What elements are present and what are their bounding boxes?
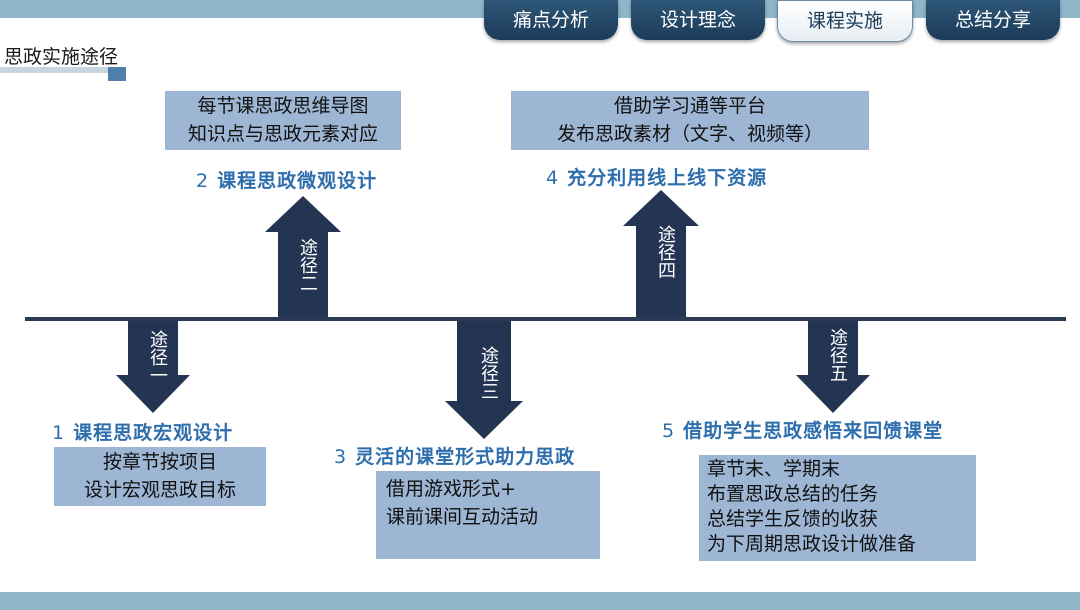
tab-design-concept[interactable]: 设计理念 bbox=[631, 0, 765, 40]
path-4-description-box: 借助学习通等平台 发布思政素材（文字、视频等） bbox=[511, 91, 869, 150]
arrow-label-3: 途径三 bbox=[478, 346, 499, 400]
path-4-title: 充分利用线上线下资源 bbox=[567, 167, 768, 189]
path-5-title: 借助学生思政感悟来回馈课堂 bbox=[683, 420, 944, 442]
path-4-number: 4 bbox=[546, 167, 560, 189]
up-arrow-path-2 bbox=[265, 196, 341, 317]
bottom-decor-bar bbox=[0, 592, 1080, 610]
path-4-heading: 4 充分利用线上线下资源 bbox=[546, 163, 767, 190]
path-3-line: 借用游戏形式+ bbox=[386, 478, 516, 500]
tab-summary-sharing[interactable]: 总结分享 bbox=[926, 0, 1060, 40]
path-1-description-box: 按章节按项目 设计宏观思政目标 bbox=[54, 447, 266, 506]
arrow-label-1: 途径一 bbox=[147, 330, 168, 384]
arrow-label-5: 途径五 bbox=[827, 328, 848, 382]
path-4-line: 发布思政素材（文字、视频等） bbox=[556, 123, 823, 145]
path-1-title: 课程思政宏观设计 bbox=[73, 422, 234, 444]
timeline-axis bbox=[25, 317, 1066, 321]
path-1-heading: 1 课程思政宏观设计 bbox=[52, 418, 233, 445]
path-3-number: 3 bbox=[334, 446, 348, 468]
path-5-line: 总结学生反馈的收获 bbox=[707, 508, 879, 530]
tab-pain-points[interactable]: 痛点分析 bbox=[484, 0, 618, 40]
path-3-title: 灵活的课堂形式助力思政 bbox=[355, 446, 576, 468]
path-1-line: 设计宏观思政目标 bbox=[83, 479, 236, 501]
path-5-number: 5 bbox=[662, 420, 676, 442]
arrow-label-2: 途径二 bbox=[297, 238, 318, 292]
page-title: 思政实施途径 bbox=[4, 46, 119, 68]
path-2-number: 2 bbox=[196, 170, 210, 192]
arrow-label-4: 途径四 bbox=[655, 225, 676, 279]
path-5-description-box: 章节末、学期末 布置思政总结的任务 总结学生反馈的收获 为下周期思政设计做准备 bbox=[699, 455, 976, 561]
up-arrow-path-4 bbox=[623, 190, 699, 317]
path-3-line: 课前课间互动活动 bbox=[386, 506, 539, 528]
path-5-line: 为下周期思政设计做准备 bbox=[707, 533, 917, 555]
path-3-heading: 3 灵活的课堂形式助力思政 bbox=[334, 442, 575, 469]
title-underline bbox=[0, 67, 108, 73]
tab-course-implementation[interactable]: 课程实施 bbox=[777, 0, 913, 42]
path-5-line: 章节末、学期末 bbox=[707, 458, 841, 480]
path-5-heading: 5 借助学生思政感悟来回馈课堂 bbox=[662, 416, 943, 443]
down-arrow-path-3 bbox=[445, 321, 523, 439]
path-1-number: 1 bbox=[52, 422, 66, 444]
path-5-line: 布置思政总结的任务 bbox=[707, 483, 879, 505]
path-2-title: 课程思政微观设计 bbox=[217, 170, 378, 192]
path-3-description-box: 借用游戏形式+ 课前课间互动活动 bbox=[376, 471, 600, 559]
path-2-heading: 2 课程思政微观设计 bbox=[196, 166, 377, 193]
path-2-description-box: 每节课思政思维导图 知识点与思政元素对应 bbox=[165, 91, 401, 150]
path-4-line: 借助学习通等平台 bbox=[613, 95, 766, 117]
down-arrow-path-5 bbox=[796, 321, 870, 413]
title-accent-square bbox=[108, 67, 126, 81]
path-1-line: 按章节按项目 bbox=[102, 451, 217, 473]
path-2-line: 知识点与思政元素对应 bbox=[187, 123, 378, 145]
path-2-line: 每节课思政思维导图 bbox=[197, 95, 369, 117]
down-arrow-path-1 bbox=[116, 321, 190, 413]
